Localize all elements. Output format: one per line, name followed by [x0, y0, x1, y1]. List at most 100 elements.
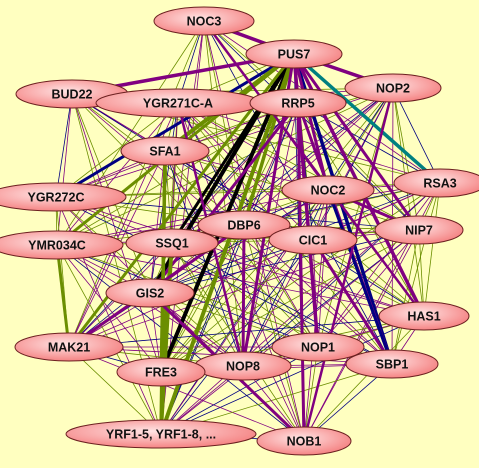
node-ellipse[interactable] — [0, 230, 124, 260]
edge-strong — [296, 101, 320, 349]
node-fre3[interactable]: FRE3 — [116, 357, 206, 387]
edge-strong — [148, 101, 300, 295]
node-label: FRE3 — [145, 366, 177, 380]
node-sbp1[interactable]: SBP1 — [345, 349, 439, 379]
node-label: YRF1-5, YRF1-8, ... — [106, 428, 216, 442]
edge — [243, 102, 299, 226]
edge-strong — [241, 223, 246, 368]
edge — [297, 102, 420, 231]
node-label: YGR271C-A — [143, 97, 213, 111]
node-label: GIS2 — [136, 287, 165, 301]
node-label: HAS1 — [407, 310, 440, 324]
node-ellipse[interactable] — [378, 301, 470, 331]
node-mak21[interactable]: MAK21 — [14, 332, 124, 362]
edge — [392, 87, 425, 317]
edge — [177, 102, 441, 184]
node-ygr272c[interactable]: YGR272C — [0, 182, 127, 212]
node-ellipse[interactable] — [105, 278, 195, 308]
node-ellipse[interactable] — [245, 39, 343, 69]
node-yrf[interactable]: YRF1-5, YRF1-8, ... — [65, 419, 257, 449]
node-nop1[interactable]: NOP1 — [271, 332, 365, 362]
node-label: NOC3 — [187, 15, 222, 29]
node-label: NOP1 — [301, 341, 335, 355]
node-ellipse[interactable] — [374, 215, 464, 245]
edge — [171, 242, 425, 317]
node-ellipse[interactable] — [120, 136, 210, 166]
node-noc3[interactable]: NOC3 — [153, 6, 255, 36]
edge — [391, 182, 441, 365]
node-ellipse[interactable] — [268, 225, 358, 255]
node-ellipse[interactable] — [14, 332, 124, 362]
edge-strong — [159, 149, 167, 374]
edge — [160, 239, 314, 373]
edge — [392, 87, 441, 184]
node-label: MAK21 — [48, 341, 90, 355]
node-sfa1[interactable]: SFA1 — [120, 136, 210, 166]
node-ellipse[interactable] — [153, 6, 255, 36]
node-ellipse[interactable] — [393, 168, 479, 198]
edge — [160, 229, 420, 435]
node-cic1[interactable]: CIC1 — [268, 225, 358, 255]
edge — [56, 102, 299, 246]
node-label: BUD22 — [52, 88, 93, 102]
node-nob1[interactable]: NOB1 — [256, 426, 352, 456]
node-ellipse[interactable] — [256, 426, 352, 456]
node-ellipse[interactable] — [125, 228, 219, 258]
node-ellipse[interactable] — [281, 175, 375, 205]
edge — [160, 224, 245, 373]
node-label: RSA3 — [423, 177, 456, 191]
node-rsa3[interactable]: RSA3 — [393, 168, 479, 198]
edge — [56, 93, 73, 246]
node-nop8[interactable]: NOP8 — [194, 351, 292, 381]
node-label: RRP5 — [281, 97, 314, 111]
edge — [243, 224, 393, 365]
edge — [55, 196, 425, 317]
edge — [297, 102, 441, 184]
edge — [149, 150, 166, 294]
node-ellipse[interactable] — [0, 182, 127, 212]
node-nop2[interactable]: NOP2 — [344, 73, 442, 103]
node-ellipse[interactable] — [344, 73, 442, 103]
node-label: NOB1 — [287, 435, 322, 449]
edge-strong — [326, 188, 394, 366]
edge — [327, 87, 394, 191]
node-ygr271c-a[interactable]: YGR271C-A — [95, 88, 261, 118]
node-label: NOC2 — [311, 184, 346, 198]
node-label: SSQ1 — [155, 237, 188, 251]
edge — [164, 150, 305, 442]
edge — [56, 20, 205, 246]
node-ellipse[interactable] — [345, 349, 439, 379]
edge — [56, 244, 305, 442]
edge — [68, 346, 305, 442]
node-label: NIP7 — [405, 224, 433, 238]
node-label: YGR272C — [28, 191, 85, 205]
node-gis2[interactable]: GIS2 — [105, 278, 195, 308]
edge-strong — [302, 86, 395, 443]
node-ellipse[interactable] — [197, 210, 291, 240]
edge — [317, 182, 441, 348]
node-rrp5[interactable]: RRP5 — [249, 88, 347, 118]
edge — [55, 93, 73, 198]
node-ellipse[interactable] — [249, 88, 347, 118]
edge-strong — [202, 19, 426, 318]
edge-strong — [292, 52, 442, 185]
node-label: YMR034C — [28, 239, 86, 253]
node-noc2[interactable]: NOC2 — [281, 175, 375, 205]
node-has1[interactable]: HAS1 — [378, 301, 470, 331]
node-nip7[interactable]: NIP7 — [374, 215, 464, 245]
node-ellipse[interactable] — [65, 419, 257, 449]
edge-strong — [54, 52, 296, 199]
node-ellipse[interactable] — [271, 332, 365, 362]
node-ymr034c[interactable]: YMR034C — [0, 230, 124, 260]
edge — [303, 315, 425, 442]
edge — [55, 102, 179, 198]
node-label: DBP6 — [227, 219, 260, 233]
edge-strong — [296, 101, 306, 443]
edge-strong — [311, 238, 394, 366]
edge — [391, 229, 420, 365]
node-ssq1[interactable]: SSQ1 — [125, 228, 219, 258]
edge — [68, 182, 441, 348]
node-dbp6[interactable]: DBP6 — [197, 210, 291, 240]
node-pus7[interactable]: PUS7 — [245, 39, 343, 69]
node-ellipse[interactable] — [116, 357, 206, 387]
